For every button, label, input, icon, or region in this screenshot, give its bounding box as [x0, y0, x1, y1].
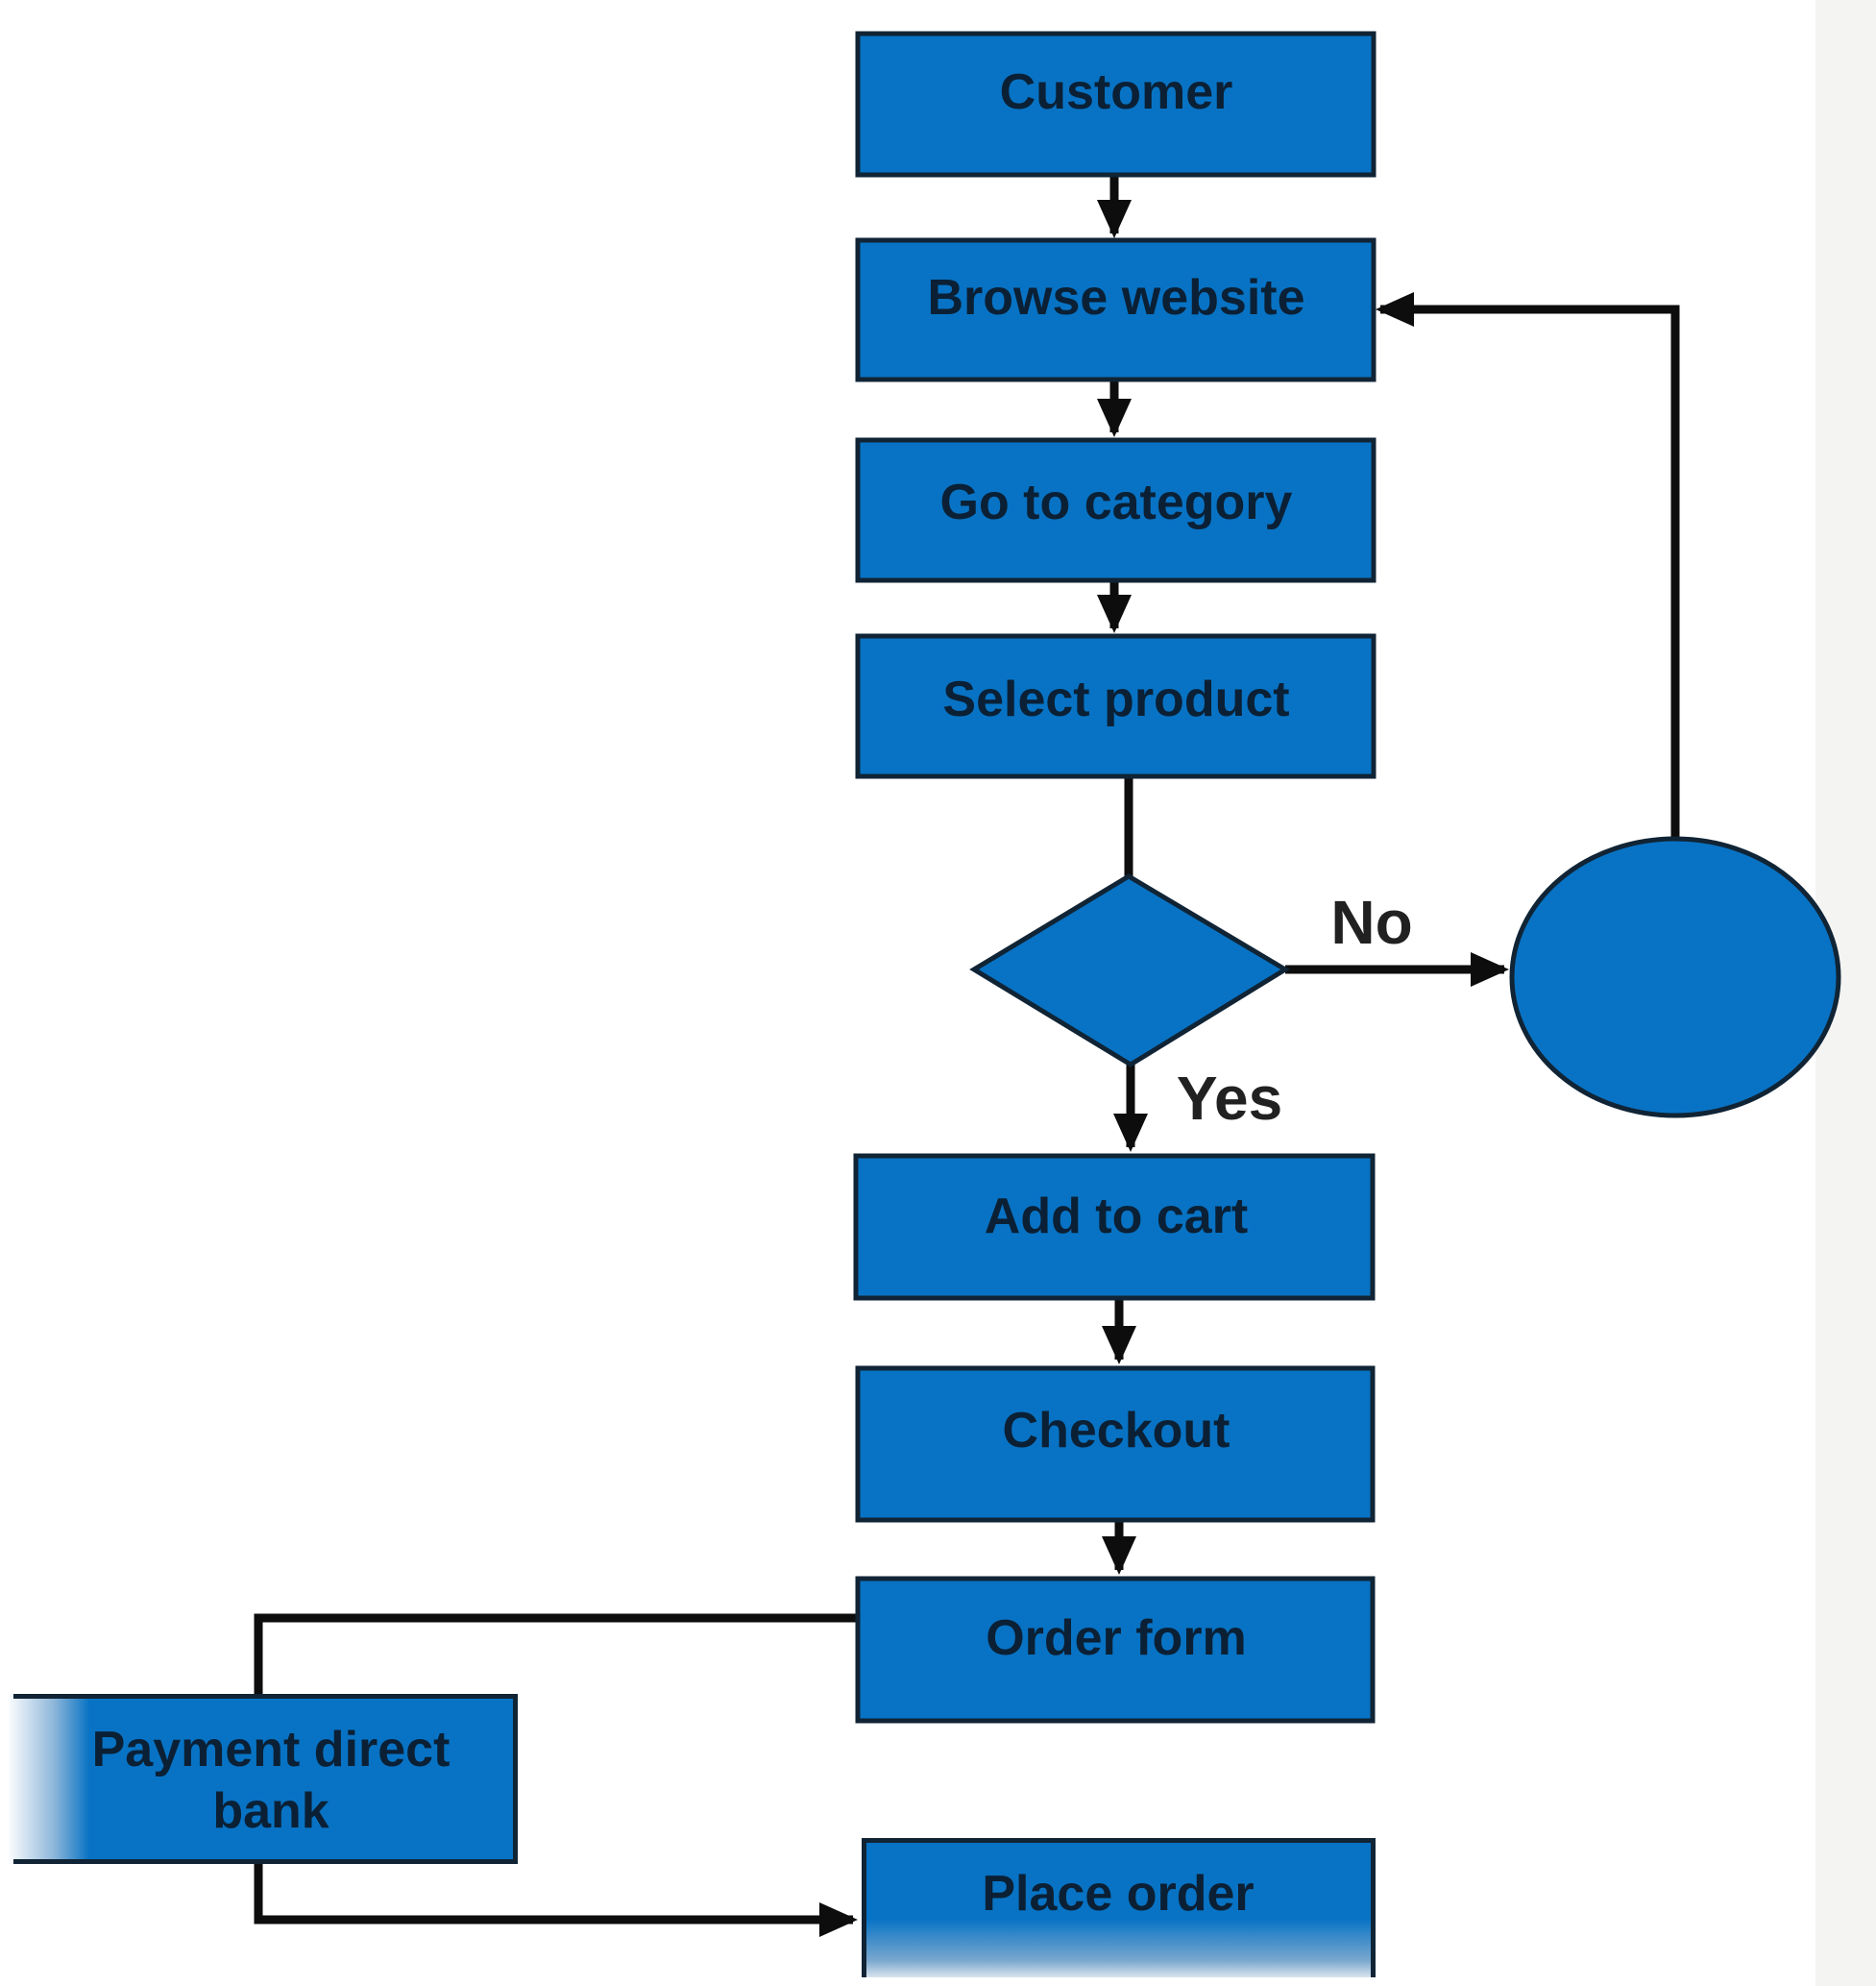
- process-label-place-order: Place order: [982, 1866, 1254, 1922]
- process-box-select-product: [855, 633, 1377, 779]
- edge-label-yes: Yes: [1177, 1064, 1282, 1133]
- process-box-checkout: [855, 1365, 1376, 1523]
- arrow-payment-to-placeorder: [254, 1862, 858, 1937]
- process-box-customer: [855, 31, 1377, 178]
- process-label-payment-line1: Payment direct: [92, 1722, 451, 1778]
- process-box-order-form: [855, 1576, 1376, 1724]
- process-box-place-order-border: [862, 1838, 1376, 1977]
- process-box-add-to-cart: [853, 1153, 1376, 1301]
- terminator-circle: [1509, 836, 1841, 1118]
- process-label-go-to-category: Go to category: [940, 475, 1293, 530]
- process-label-customer: Customer: [1000, 64, 1233, 120]
- process-label-payment-line2: bank: [212, 1783, 329, 1839]
- process-box-place-order: [862, 1838, 1376, 1977]
- process-label-add-to-cart: Add to cart: [985, 1189, 1248, 1244]
- process-box-browse-website: [855, 237, 1377, 382]
- process-box-go-to-category: [855, 437, 1377, 583]
- edge-label-no: No: [1330, 888, 1412, 957]
- process-label-select-product: Select product: [942, 672, 1289, 727]
- process-box-payment-direct-bank: [8, 1694, 518, 1864]
- line-orderform-to-payment: [254, 1613, 858, 1697]
- process-box-payment-border: [13, 1694, 518, 1864]
- process-label-browse-website: Browse website: [927, 270, 1304, 326]
- process-label-order-form: Order form: [986, 1610, 1247, 1666]
- process-label-checkout: Checkout: [1003, 1403, 1230, 1459]
- arrow-terminator-loop-to-browse: [1376, 292, 1680, 841]
- decision-diamond: [969, 873, 1290, 1067]
